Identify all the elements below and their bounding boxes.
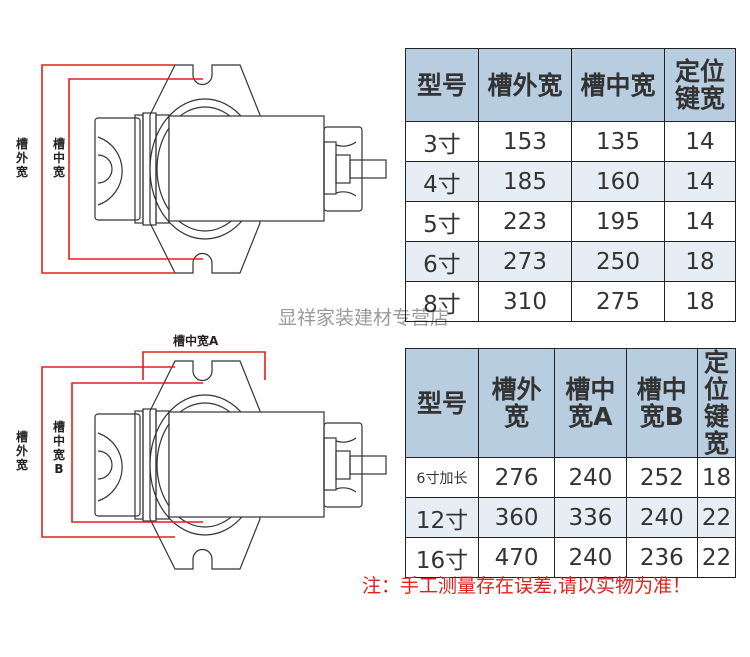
inner-width-b-label: 槽中宽B xyxy=(52,420,65,476)
cell: 22 xyxy=(696,497,737,538)
cell: 22 xyxy=(696,537,737,578)
cell: 276 xyxy=(477,457,556,498)
header-outer: 槽外宽 xyxy=(477,348,556,458)
outer-width-label-2: 槽外宽 xyxy=(15,430,28,472)
measurement-note: 注：手工测量存在误差,请以实物为准！ xyxy=(362,575,692,597)
cell: 18 xyxy=(664,281,736,322)
outer-width-line-2 xyxy=(41,366,175,538)
outer-width-line xyxy=(41,64,175,274)
cell: 250 xyxy=(571,241,665,282)
cell: 6寸加长 xyxy=(405,457,479,498)
cell: 360 xyxy=(477,497,556,538)
cell: 4寸 xyxy=(405,161,479,202)
header-inner-a: 槽中宽A xyxy=(554,348,627,458)
header-key: 定位键宽 xyxy=(664,48,736,122)
inner-width-label: 槽中宽 xyxy=(52,137,65,179)
cell: 470 xyxy=(477,537,556,578)
header-outer: 槽外宽 xyxy=(478,48,572,122)
inner-width-b-line xyxy=(71,382,203,523)
cell: 6寸 xyxy=(405,241,479,282)
cell: 160 xyxy=(571,161,665,202)
cell: 16寸 xyxy=(405,537,479,578)
cell: 3寸 xyxy=(405,121,479,162)
cell: 223 xyxy=(478,201,572,242)
cell: 18 xyxy=(664,241,736,282)
cell: 14 xyxy=(664,121,736,162)
cell: 153 xyxy=(478,121,572,162)
header-model: 型号 xyxy=(405,48,479,122)
cell: 252 xyxy=(625,457,698,498)
cell: 135 xyxy=(571,121,665,162)
header-inner: 槽中宽 xyxy=(571,48,665,122)
cell: 273 xyxy=(478,241,572,282)
cell: 12寸 xyxy=(405,497,479,538)
cell: 185 xyxy=(478,161,572,202)
header-key: 定位键宽 xyxy=(696,348,737,458)
inner-width-a-line xyxy=(142,351,266,380)
cell: 310 xyxy=(478,281,572,322)
inner-width-a-label: 槽中宽A xyxy=(173,334,219,348)
outer-width-label: 槽外宽 xyxy=(15,137,28,179)
inner-width-line xyxy=(68,78,203,260)
cell: 240 xyxy=(625,497,698,538)
cell: 18 xyxy=(696,457,737,498)
cell: 195 xyxy=(571,201,665,242)
cell: 236 xyxy=(625,537,698,578)
cell: 275 xyxy=(571,281,665,322)
cell: 5寸 xyxy=(405,201,479,242)
cell: 14 xyxy=(664,201,736,242)
header-inner-b: 槽中宽B xyxy=(625,348,698,458)
vise-drawing-top xyxy=(94,64,387,274)
cell: 240 xyxy=(554,457,627,498)
cell: 14 xyxy=(664,161,736,202)
cell: 8寸 xyxy=(405,281,479,322)
cell: 336 xyxy=(554,497,627,538)
header-model: 型号 xyxy=(405,348,479,458)
